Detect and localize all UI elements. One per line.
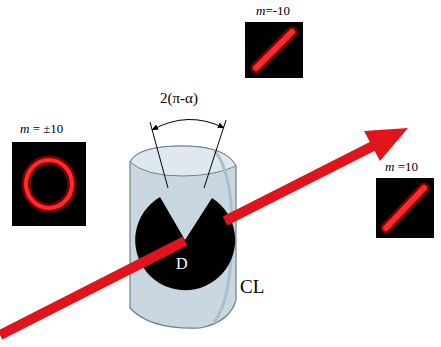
ring-profile [26,160,72,208]
laser-beam [225,146,373,221]
line-profile [386,188,424,228]
aperture-label: D [176,255,188,273]
line-profile [256,32,292,68]
beam-profile-inset [245,22,303,78]
angle-label: 2(π-α) [160,90,198,107]
angle-leader [150,122,168,188]
lens-label: CL [240,277,264,298]
ring-glow [26,160,72,208]
angle-arc [152,119,224,130]
beam-profile-inset [376,178,434,238]
laser-beam [0,241,185,335]
line-glow [386,188,424,228]
line-glow [256,32,292,68]
beam-profile-inset [12,142,86,226]
inset-label: m =10 [385,160,418,174]
angle-leader [204,120,226,188]
inset-label: m=-10 [256,4,290,18]
inset-label: m = ±10 [20,122,63,136]
beam-arrowhead [364,128,408,161]
